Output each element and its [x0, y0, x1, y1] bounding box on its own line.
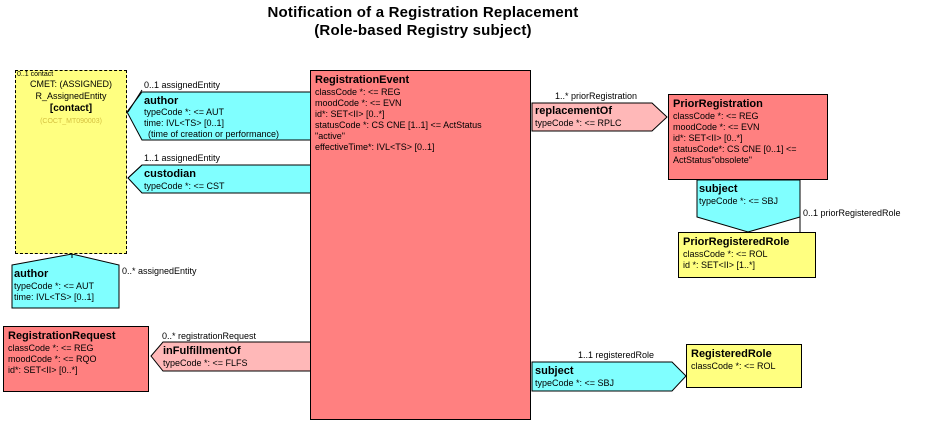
prior-registration-class: PriorRegistration classCode *: <= REG mo… [668, 94, 828, 180]
prior-registered-role-class: PriorRegisteredRole classCode *: <= ROL … [678, 232, 816, 278]
subject-role-name: subject [535, 365, 574, 377]
author-top-attr: time: IVL<TS> [0..1] [144, 118, 225, 128]
replacement-of-label: 1..* priorRegistration [555, 91, 638, 101]
registration-request-attr: id*: SET<II> [0..*] [8, 365, 78, 375]
subject-role-label: 1..1 registeredRole [578, 350, 655, 360]
registration-request-attr: classCode *: <= REG [8, 343, 94, 353]
registration-event-attr: statusCode *: CS CNE [1..1] <= ActStatus [315, 120, 482, 130]
author-bottom-shape [11, 253, 120, 309]
subject-prior-participation: subject typeCode *: <= SBJ [699, 182, 799, 207]
registered-role-attr: classCode *: <= ROL [691, 361, 776, 371]
prior-registered-role-attr: classCode *: <= ROL [683, 249, 768, 259]
author-top-attr: (time of creation or performance) [148, 129, 280, 139]
prior-registration-attr: classCode *: <= REG [673, 111, 759, 121]
registration-event-attr: "active" [315, 131, 345, 141]
prior-registration-name: PriorRegistration [673, 98, 763, 110]
author-top-name: author [144, 95, 179, 107]
author-bottom-label: 0..* assignedEntity [122, 266, 197, 276]
cmet-assigned-entity: 0..1 contact CMET: (ASSIGNED) R_Assigned… [15, 70, 127, 254]
subject-prior-attr: typeCode *: <= SBJ [699, 196, 779, 206]
replacement-of-attr: typeCode *: <= RPLC [535, 118, 622, 128]
cmet-line3: [contact] [49, 103, 93, 114]
cmet-corner-label: 0..1 contact [17, 71, 54, 78]
prior-registered-role-name: PriorRegisteredRole [683, 236, 790, 248]
diagram-title-line1: Notification of a Registration Replaceme… [267, 4, 579, 21]
in-fulfillment-of-label: 0..* registrationRequest [162, 331, 257, 341]
registration-event-class: RegistrationEvent classCode *: <= REG mo… [310, 70, 531, 420]
registration-request-attr: moodCode *: <= RQO [8, 354, 97, 364]
in-fulfillment-of-relationship: inFulfillmentOf typeCode *: <= FLFS [163, 344, 311, 369]
registration-event-attr: classCode *: <= REG [315, 87, 401, 97]
custodian-label: 1..1 assignedEntity [144, 153, 221, 163]
registration-event-name: RegistrationEvent [315, 74, 410, 86]
registration-request-name: RegistrationRequest [8, 330, 116, 342]
in-fulfillment-of-name: inFulfillmentOf [163, 345, 241, 357]
subject-prior-shape [696, 179, 801, 233]
registration-event-attr: moodCode *: <= EVN [315, 98, 402, 108]
registration-request-class: RegistrationRequest classCode *: <= REG … [3, 326, 149, 392]
registration-event-attr: id*: SET<II> [0..*] [315, 109, 385, 119]
author-top-attr: typeCode *: <= AUT [144, 107, 225, 117]
author-top-label: 0..1 assignedEntity [144, 80, 221, 90]
custodian-participation: custodian typeCode *: <= CST [144, 167, 312, 192]
in-fulfillment-of-attr: typeCode *: <= FLFS [163, 358, 248, 368]
prior-registration-attr: ActStatus"obsolete" [673, 155, 752, 165]
custodian-attr: typeCode *: <= CST [144, 181, 225, 191]
registration-event-attr: effectiveTime*: IVL<TS> [0..1] [315, 142, 435, 152]
cmet-line2: R_AssignedEntity [35, 91, 107, 101]
prior-registration-attr: id*: SET<II> [0..*] [673, 133, 743, 143]
author-bottom-attr: typeCode *: <= AUT [14, 281, 95, 291]
author-bottom-attr: time: IVL<TS> [0..1] [14, 292, 95, 302]
registered-role-class: RegisteredRole classCode *: <= ROL [686, 344, 802, 388]
author-bottom-participation: author typeCode *: <= AUT time: IVL<TS> … [14, 267, 118, 303]
prior-registration-attr: statusCode*: CS CNE [0..1] <= [673, 144, 797, 154]
registered-role-name: RegisteredRole [691, 348, 772, 360]
cmet-code: (COCT_MT090003) [40, 118, 102, 125]
author-top-participation: author typeCode *: <= AUT time: IVL<TS> … [144, 95, 312, 140]
author-bottom-name: author [14, 268, 49, 280]
replacement-of-name: replacementOf [535, 105, 613, 117]
subject-prior-name: subject [699, 183, 738, 195]
prior-registration-attr: moodCode *: <= EVN [673, 122, 760, 132]
diagram-title-line2: (Role-based Registry subject) [314, 22, 532, 39]
cmet-line1: CMET: (ASSIGNED) [29, 79, 112, 89]
custodian-name: custodian [144, 168, 196, 180]
subject-role-participation: subject typeCode *: <= SBJ [535, 364, 673, 389]
prior-registered-role-attr: id *: SET<II> [1..*] [683, 260, 756, 270]
replacement-of-relationship: replacementOf typeCode *: <= RPLC [535, 104, 655, 129]
subject-prior-label: 0..1 priorRegisteredRole [803, 208, 901, 218]
subject-role-attr: typeCode *: <= SBJ [535, 378, 615, 388]
